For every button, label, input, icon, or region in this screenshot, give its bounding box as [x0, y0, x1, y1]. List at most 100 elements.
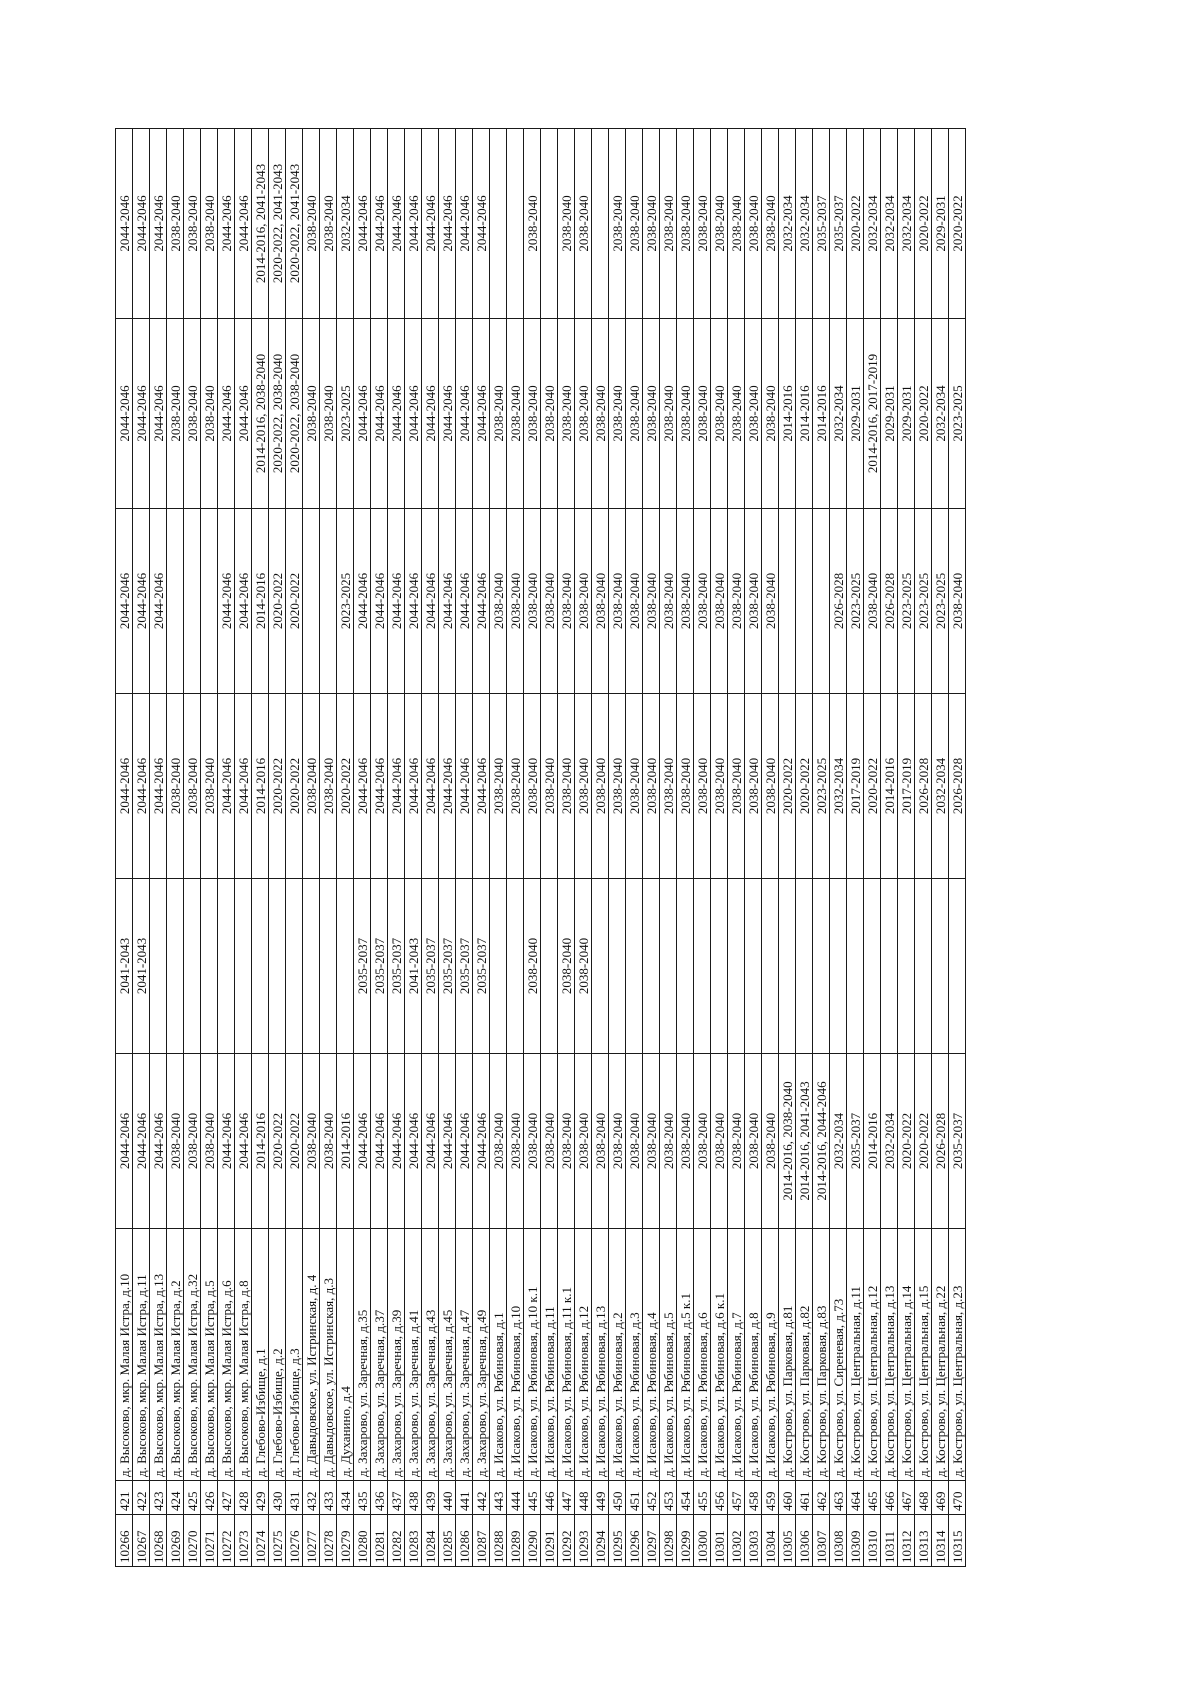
period-1-cell: 2038-2040	[744, 1053, 762, 1229]
row-number-cell: 421	[115, 1480, 133, 1515]
row-number-cell: 458	[744, 1480, 762, 1515]
period-2-cell	[336, 878, 354, 1054]
address-cell: д. Захарово, ул. Заречная, д.41	[404, 1228, 422, 1481]
address-cell: д. Исаково, ул. Рябиновая, д.8	[744, 1228, 762, 1481]
period-3-cell: 2038-2040	[744, 693, 762, 879]
period-2-cell	[268, 878, 286, 1054]
period-2-cell	[744, 878, 762, 1054]
period-3-cell: 2044-2046	[472, 693, 490, 879]
record-id-cell: 10298	[659, 1514, 677, 1567]
address-cell: д. Исаково, ул. Рябиновая, д.4	[642, 1228, 660, 1481]
period-6-cell: 2044-2046	[404, 128, 422, 319]
period-5-cell: 2038-2040	[523, 318, 541, 509]
period-6-cell: 2038-2040	[676, 128, 694, 319]
period-6-cell: 2038-2040	[642, 128, 660, 319]
period-4-cell: 2038-2040	[676, 508, 694, 694]
period-6-cell: 2020-2022, 2041-2043	[285, 128, 303, 319]
period-5-cell: 2044-2046	[421, 318, 439, 509]
period-1-cell: 2044-2046	[438, 1053, 456, 1229]
record-id-cell: 10302	[727, 1514, 745, 1567]
period-5-cell: 2038-2040	[574, 318, 592, 509]
period-1-cell: 2038-2040	[608, 1053, 626, 1229]
period-1-cell: 2044-2046	[387, 1053, 405, 1229]
period-3-cell: 2038-2040	[659, 693, 677, 879]
period-2-cell	[591, 878, 609, 1054]
record-id-cell: 10269	[166, 1514, 184, 1567]
period-2-cell	[727, 878, 745, 1054]
period-5-cell: 2038-2040	[166, 318, 184, 509]
period-2-cell: 2035-2037	[353, 878, 371, 1054]
period-5-cell: 2020-2022	[914, 318, 932, 509]
period-4-cell	[812, 508, 830, 694]
period-2-cell	[149, 878, 167, 1054]
period-6-cell: 2029-2031	[931, 128, 949, 319]
row-number-cell: 462	[812, 1480, 830, 1515]
period-1-cell: 2020-2022	[914, 1053, 932, 1229]
record-id-cell: 10268	[149, 1514, 167, 1567]
period-6-cell: 2038-2040	[183, 128, 201, 319]
period-1-cell: 2038-2040	[489, 1053, 507, 1229]
period-5-cell: 2038-2040	[591, 318, 609, 509]
period-5-cell: 2038-2040	[710, 318, 728, 509]
address-cell: д. Высоково, мкр. Малая Истра, д.10	[115, 1228, 133, 1481]
address-cell: д. Исаково, ул. Рябиновая, д.3	[625, 1228, 643, 1481]
period-5-cell: 2029-2031	[897, 318, 915, 509]
period-6-cell: 2038-2040	[557, 128, 575, 319]
address-cell: д. Захарово, ул. Заречная, д.35	[353, 1228, 371, 1481]
period-5-cell: 2038-2040	[557, 318, 575, 509]
period-1-cell: 2038-2040	[557, 1053, 575, 1229]
address-cell: д. Исаково, ул. Рябиновая, д.12	[574, 1228, 592, 1481]
period-1-cell: 2032-2034	[829, 1053, 847, 1229]
record-id-cell: 10300	[693, 1514, 711, 1567]
record-id-cell: 10301	[710, 1514, 728, 1567]
row-number-cell: 449	[591, 1480, 609, 1515]
period-1-cell: 2038-2040	[693, 1053, 711, 1229]
period-3-cell: 2023-2025	[812, 693, 830, 879]
period-1-cell: 2014-2016, 2044-2046	[812, 1053, 830, 1229]
period-6-cell: 2044-2046	[132, 128, 150, 319]
period-5-cell: 2038-2040	[676, 318, 694, 509]
period-4-cell: 2023-2025	[931, 508, 949, 694]
period-4-cell: 2038-2040	[710, 508, 728, 694]
period-3-cell: 2044-2046	[455, 693, 473, 879]
address-cell: д. Кострово, ул. Центральная, д.22	[931, 1228, 949, 1481]
address-cell: д. Исаково, ул. Рябиновая, д.6 к.1	[710, 1228, 728, 1481]
period-1-cell: 2044-2046	[217, 1053, 235, 1229]
row-number-cell: 436	[370, 1480, 388, 1515]
period-1-cell: 2038-2040	[727, 1053, 745, 1229]
period-6-cell: 2038-2040	[574, 128, 592, 319]
period-4-cell: 2038-2040	[744, 508, 762, 694]
period-2-cell	[234, 878, 252, 1054]
period-3-cell: 2020-2022	[285, 693, 303, 879]
period-4-cell: 2023-2025	[914, 508, 932, 694]
period-2-cell	[319, 878, 337, 1054]
record-id-cell: 10313	[914, 1514, 932, 1567]
period-1-cell: 2038-2040	[659, 1053, 677, 1229]
period-6-cell: 2044-2046	[370, 128, 388, 319]
period-5-cell: 2038-2040	[642, 318, 660, 509]
period-3-cell: 2044-2046	[421, 693, 439, 879]
row-number-cell: 453	[659, 1480, 677, 1515]
period-5-cell: 2044-2046	[132, 318, 150, 509]
period-1-cell: 2044-2046	[421, 1053, 439, 1229]
period-3-cell: 2044-2046	[115, 693, 133, 879]
row-number-cell: 455	[693, 1480, 711, 1515]
period-6-cell: 2044-2046	[455, 128, 473, 319]
period-5-cell: 2023-2025	[336, 318, 354, 509]
row-number-cell: 427	[217, 1480, 235, 1515]
period-6-cell: 2020-2022	[948, 128, 966, 319]
period-4-cell	[200, 508, 218, 694]
period-1-cell: 2038-2040	[319, 1053, 337, 1229]
address-cell: д. Давыдовское, ул. Истринская, д. 4	[302, 1228, 320, 1481]
address-cell: д. Высоково, мкр. Малая Истра, д.13	[149, 1228, 167, 1481]
period-1-cell: 2020-2022	[285, 1053, 303, 1229]
period-6-cell: 2038-2040	[166, 128, 184, 319]
period-3-cell: 2038-2040	[727, 693, 745, 879]
